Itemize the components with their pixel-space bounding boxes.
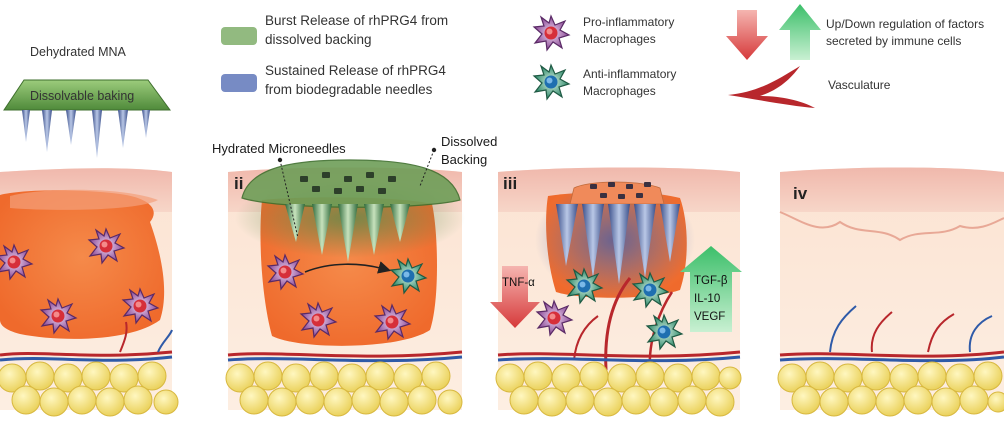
panel-4: iv xyxy=(777,167,1004,417)
burst-legend-line2: dissolved backing xyxy=(265,32,372,47)
dissolved-backing-line2: Backing xyxy=(441,152,487,167)
biodegradable-needles xyxy=(556,204,680,284)
vasculature-icon xyxy=(728,66,815,108)
sustained-release-swatch xyxy=(221,74,257,92)
pro-legend-line1: Pro-inflammatory xyxy=(583,15,674,29)
panel-2-numeral: ii xyxy=(234,174,243,193)
dissolved-backing xyxy=(241,159,461,208)
fat-layer-1 xyxy=(0,361,179,417)
anti-legend-line2: Macrophages xyxy=(583,84,656,98)
panel-1: Dehydrated MNA Dissolvable baking xyxy=(0,45,179,417)
sustained-legend-line2: from biodegradable needles xyxy=(265,82,433,97)
factors-up-arrow xyxy=(680,246,742,332)
dehydrated-needles xyxy=(22,110,150,158)
hydrated-microneedles-label: Hydrated Microneedles xyxy=(212,141,346,156)
burst-release-swatch xyxy=(221,27,257,45)
updown-legend-line1: Up/Down regulation of factors xyxy=(826,17,984,31)
dissolvable-backing xyxy=(3,79,171,111)
sustained-legend-line1: Sustained Release of rhPRG4 xyxy=(265,63,446,78)
vegf-label: VEGF xyxy=(694,311,725,323)
fat-layer-4 xyxy=(777,361,1004,417)
legend: Burst Release of rhPRG4 from dissolved b… xyxy=(221,4,984,108)
panel-3-numeral: iii xyxy=(503,174,517,193)
dissolved-backing-line1: Dissolved xyxy=(441,134,497,149)
burst-legend-line1: Burst Release of rhPRG4 from xyxy=(265,13,448,28)
pro-inflammatory-macrophage-icon xyxy=(533,15,570,51)
tnf-alpha-label: TNF-α xyxy=(502,277,535,289)
anti-legend-line1: Anti-inflammatory xyxy=(583,67,676,81)
pro-legend-line2: Macrophages xyxy=(583,32,656,46)
vasculature-legend-label: Vasculature xyxy=(828,78,891,92)
up-arrow-icon xyxy=(779,4,821,60)
panel-3: iii TNF-α xyxy=(490,167,742,417)
hydrated-needles xyxy=(285,204,410,262)
anti-inflammatory-macrophage-icon xyxy=(533,64,570,100)
dissolvable-backing-label: Dissolvable baking xyxy=(30,89,134,103)
panel-4-numeral: iv xyxy=(793,184,808,203)
fat-layer-3 xyxy=(495,361,742,417)
tgf-beta-label: TGF-β xyxy=(694,275,728,287)
wound-bed-1 xyxy=(0,190,165,339)
updown-legend-line2: secreted by immune cells xyxy=(826,34,961,48)
tnf-down-arrow xyxy=(490,266,540,328)
fat-layer-2 xyxy=(225,361,463,417)
dehydrated-mna-label: Dehydrated MNA xyxy=(30,45,127,59)
panel-2: ii Hydrated Microneedles Dissolved Backi… xyxy=(212,134,497,417)
il10-label: IL-10 xyxy=(694,293,720,305)
down-arrow-icon xyxy=(726,10,768,60)
